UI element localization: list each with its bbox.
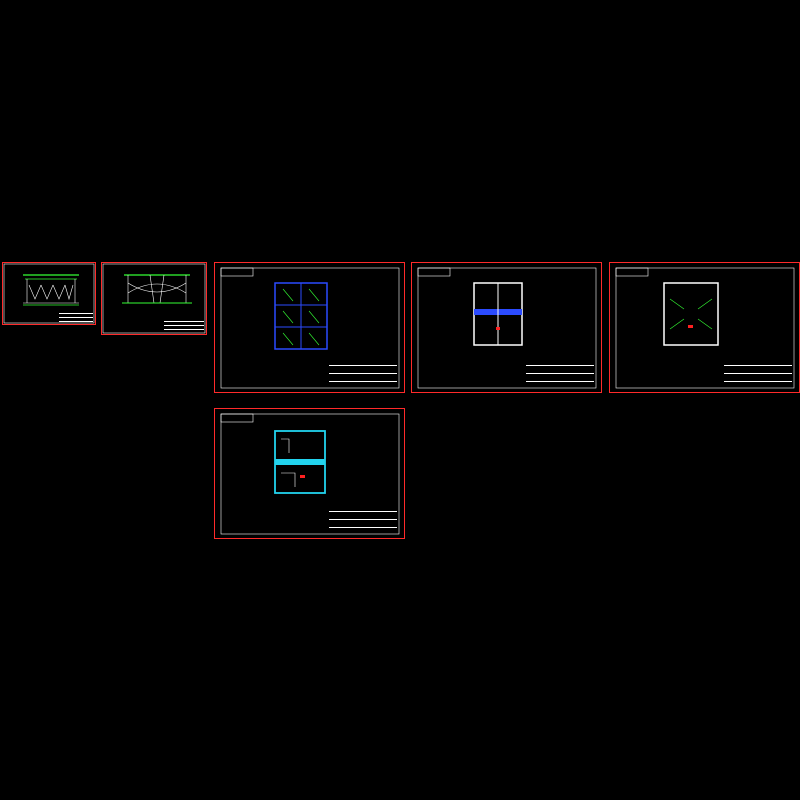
sheet-3-drawing	[220, 267, 400, 389]
drawing-sheet-4[interactable]	[411, 262, 602, 393]
drawing-sheet-1[interactable]	[2, 262, 96, 325]
sheet-4-drawing	[417, 267, 597, 389]
sheet-1-drawing	[3, 263, 95, 324]
sheet-2-drawing	[102, 263, 206, 334]
sheet-5-drawing	[615, 267, 795, 389]
sheet-6-drawing	[220, 413, 400, 535]
drawing-sheet-3[interactable]	[214, 262, 405, 393]
drawing-sheet-2[interactable]	[101, 262, 207, 335]
drawing-sheet-6[interactable]	[214, 408, 405, 539]
drawing-sheet-5[interactable]	[609, 262, 800, 393]
